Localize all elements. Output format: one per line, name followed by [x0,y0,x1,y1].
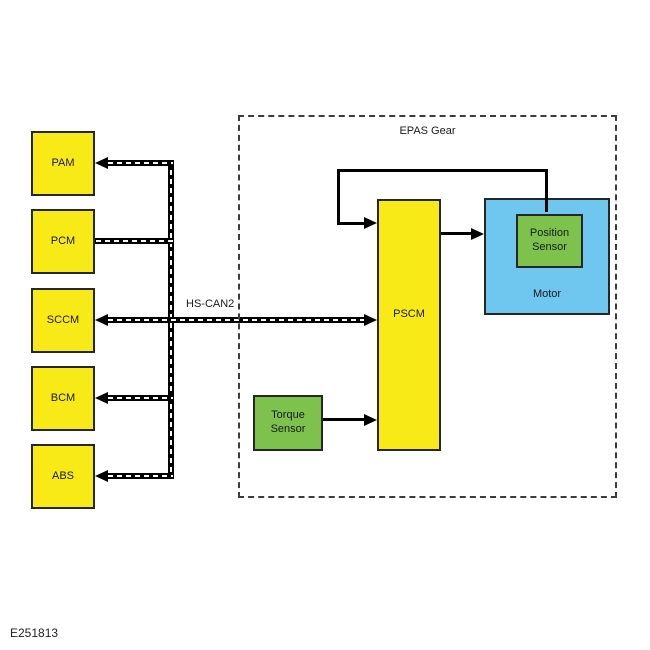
module-abs: ABS [31,444,95,509]
module-bcm: BCM [31,366,95,431]
torque-sensor-label: Torque Sensor [270,409,306,435]
feedback-line-left-down [337,169,340,225]
epas-gear-label: EPAS Gear [399,125,456,137]
hs-can2-bus-line [107,317,365,323]
pscm-to-motor-arrowhead-icon [471,228,484,240]
sccm-arrowhead-icon [95,314,108,326]
module-pam: PAM [31,131,95,196]
pcm-branch-line [95,238,174,244]
figure-id-label: E251813 [10,626,59,640]
motor-label: Motor [532,288,562,301]
torque-to-pscm-line [323,418,365,421]
module-sccm: SCCM [31,288,95,353]
module-pam-label: PAM [51,156,75,169]
pam-branch-line [107,160,174,166]
torque-sensor-box: Torque Sensor [253,395,323,451]
module-pcm: PCM [31,209,95,274]
bus-label: HS-CAN2 [186,298,235,310]
feedback-arrowhead-icon [364,217,377,229]
module-abs-label: ABS [51,469,74,482]
motor-box: Position Sensor Motor [484,198,610,315]
position-sensor-box: Position Sensor [516,214,583,268]
pscm-bus-arrowhead-icon [364,314,377,326]
abs-arrowhead-icon [95,470,108,482]
module-pcm-label: PCM [50,234,76,247]
bcm-branch-line [107,395,174,401]
abs-branch-line [107,473,174,479]
feedback-line-into-pscm [337,222,365,225]
feedback-line-top [337,169,548,172]
pscm-to-motor-line [441,232,472,235]
pscm-box: PSCM [377,199,441,451]
bcm-arrowhead-icon [95,392,108,404]
position-sensor-label: Position Sensor [529,227,570,253]
feedback-line-sensor-up [545,170,548,212]
pam-arrowhead-icon [95,157,108,169]
module-sccm-label: SCCM [46,313,80,326]
pscm-label: PSCM [393,308,425,321]
module-bcm-label: BCM [50,391,76,404]
epas-gear-boundary [238,115,617,498]
torque-to-pscm-arrowhead-icon [364,414,377,426]
